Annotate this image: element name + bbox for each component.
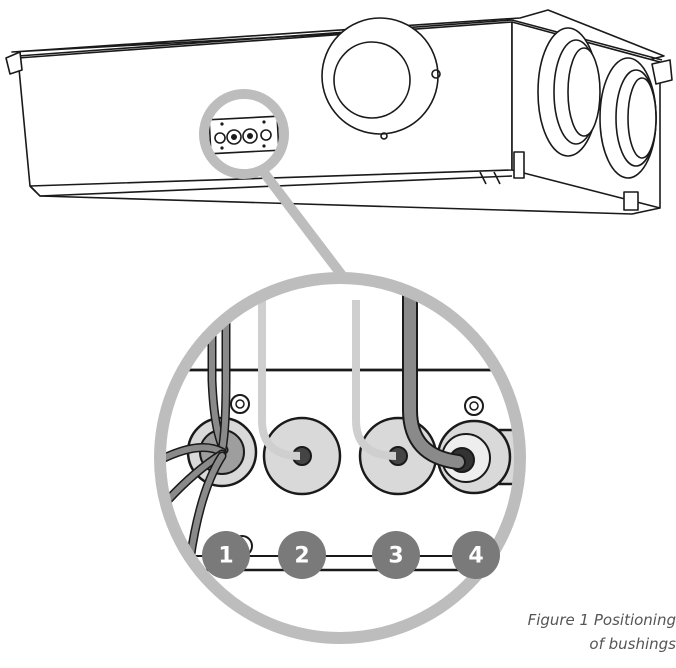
bushing-label: 4 — [468, 544, 483, 569]
zoom-detail — [154, 272, 526, 644]
bushing-badge-2: 2 — [278, 531, 326, 579]
ventilation-unit — [5, 9, 673, 215]
caption-line-1: Figure 1 Positioning — [527, 611, 676, 629]
bushing-badge-4: 4 — [452, 531, 500, 579]
bushing-badge-1: 1 — [202, 531, 250, 579]
bushing-label: 2 — [294, 544, 309, 569]
bushing-panel-small — [208, 115, 280, 155]
bushing-label: 1 — [218, 544, 233, 569]
magnifier-connector — [199, 89, 349, 283]
bushing-badge-3: 3 — [372, 531, 420, 579]
figure-caption: Figure 1 Positioning of bushings — [456, 608, 676, 656]
bushing-label: 3 — [388, 544, 403, 569]
caption-line-2: of bushings — [589, 635, 676, 653]
